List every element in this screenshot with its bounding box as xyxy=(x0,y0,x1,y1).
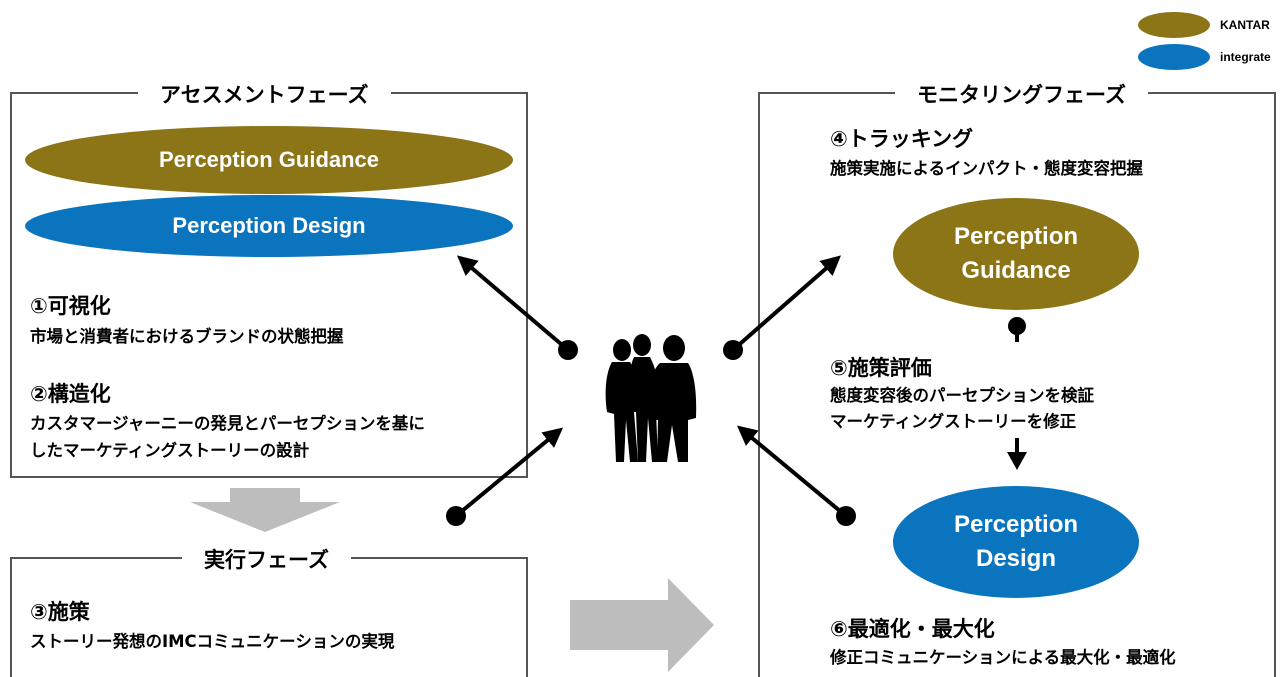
legend-swatch-kantar xyxy=(1138,12,1210,38)
connector-to-monitoring-guidance xyxy=(731,255,842,352)
monitoring-phase-title: モニタリングフェーズ xyxy=(895,79,1148,109)
pin-icon xyxy=(1008,317,1026,342)
connector-to-assessment-ellipse xyxy=(456,255,570,352)
legend-label-kantar: KANTAR xyxy=(1220,18,1270,32)
gray-down-arrow xyxy=(190,488,340,532)
monitoring-guidance-line-2: Guidance xyxy=(961,257,1071,284)
step-3-desc: ストーリー発想のIMCコミュニケーションの実現 xyxy=(30,632,395,651)
down-arrow-icon xyxy=(1007,438,1027,470)
step-4-title: ④トラッキング xyxy=(830,127,974,151)
monitoring-guidance-line-1: Perception xyxy=(953,223,1079,251)
step-2-desc-line-2: したマーケティングストーリーの設計 xyxy=(30,441,310,460)
legend-integrate: integrate xyxy=(1138,44,1271,70)
connector-dot-assessment xyxy=(558,340,578,360)
monitoring-ellipse-perception-guidance: Perception Guidance xyxy=(893,198,1139,310)
monitoring-design-line-1: Perception xyxy=(953,511,1079,539)
step-2-desc-line-1: カスタマージャーニーの発見とパーセプションを基に xyxy=(30,414,425,433)
connector-dot-design xyxy=(836,506,856,526)
connector-dot-monitoring xyxy=(723,340,743,360)
step-3-title: ③施策 xyxy=(30,600,90,624)
monitoring-design-line-2: Design xyxy=(975,545,1056,572)
step-5-desc-line-1: 態度変容後のパーセプションを検証 xyxy=(830,386,1094,405)
step-1-title: ①可視化 xyxy=(30,294,111,318)
legend-label-integrate: integrate xyxy=(1220,50,1271,64)
connector-dot-execution xyxy=(446,506,466,526)
monitoring-ellipse-perception-design: Perception Design xyxy=(893,486,1139,598)
step-1-desc: 市場と消費者におけるブランドの状態把握 xyxy=(30,327,344,346)
execution-phase-title: 実行フェーズ xyxy=(182,544,351,574)
assessment-ellipse-design-label: Perception Design xyxy=(172,213,366,238)
gray-right-arrow xyxy=(570,578,714,672)
step-5-title: ⑤施策評価 xyxy=(830,356,932,380)
legend-kantar: KANTAR xyxy=(1138,12,1270,38)
assessment-ellipse-perception-design: Perception Design xyxy=(25,195,513,257)
people-silhouette-icon xyxy=(605,334,697,462)
step-6-desc: 修正コミュニケーションによる最大化・最適化 xyxy=(830,648,1176,667)
connector-design-to-people xyxy=(736,425,848,518)
step-4-desc: 施策実施によるインパクト・態度変容把握 xyxy=(830,159,1144,178)
step-2-title: ②構造化 xyxy=(30,382,111,406)
step-5-desc-line-2: マーケティングストーリーを修正 xyxy=(830,412,1077,431)
connector-execution-to-people xyxy=(454,427,564,518)
step-6-title: ⑥最適化・最大化 xyxy=(830,617,995,641)
assessment-ellipse-perception-guidance: Perception Guidance xyxy=(25,126,513,194)
assessment-phase-title: アセスメントフェーズ xyxy=(138,79,391,109)
legend-swatch-integrate xyxy=(1138,44,1210,70)
assessment-ellipse-guidance-label: Perception Guidance xyxy=(158,147,380,172)
